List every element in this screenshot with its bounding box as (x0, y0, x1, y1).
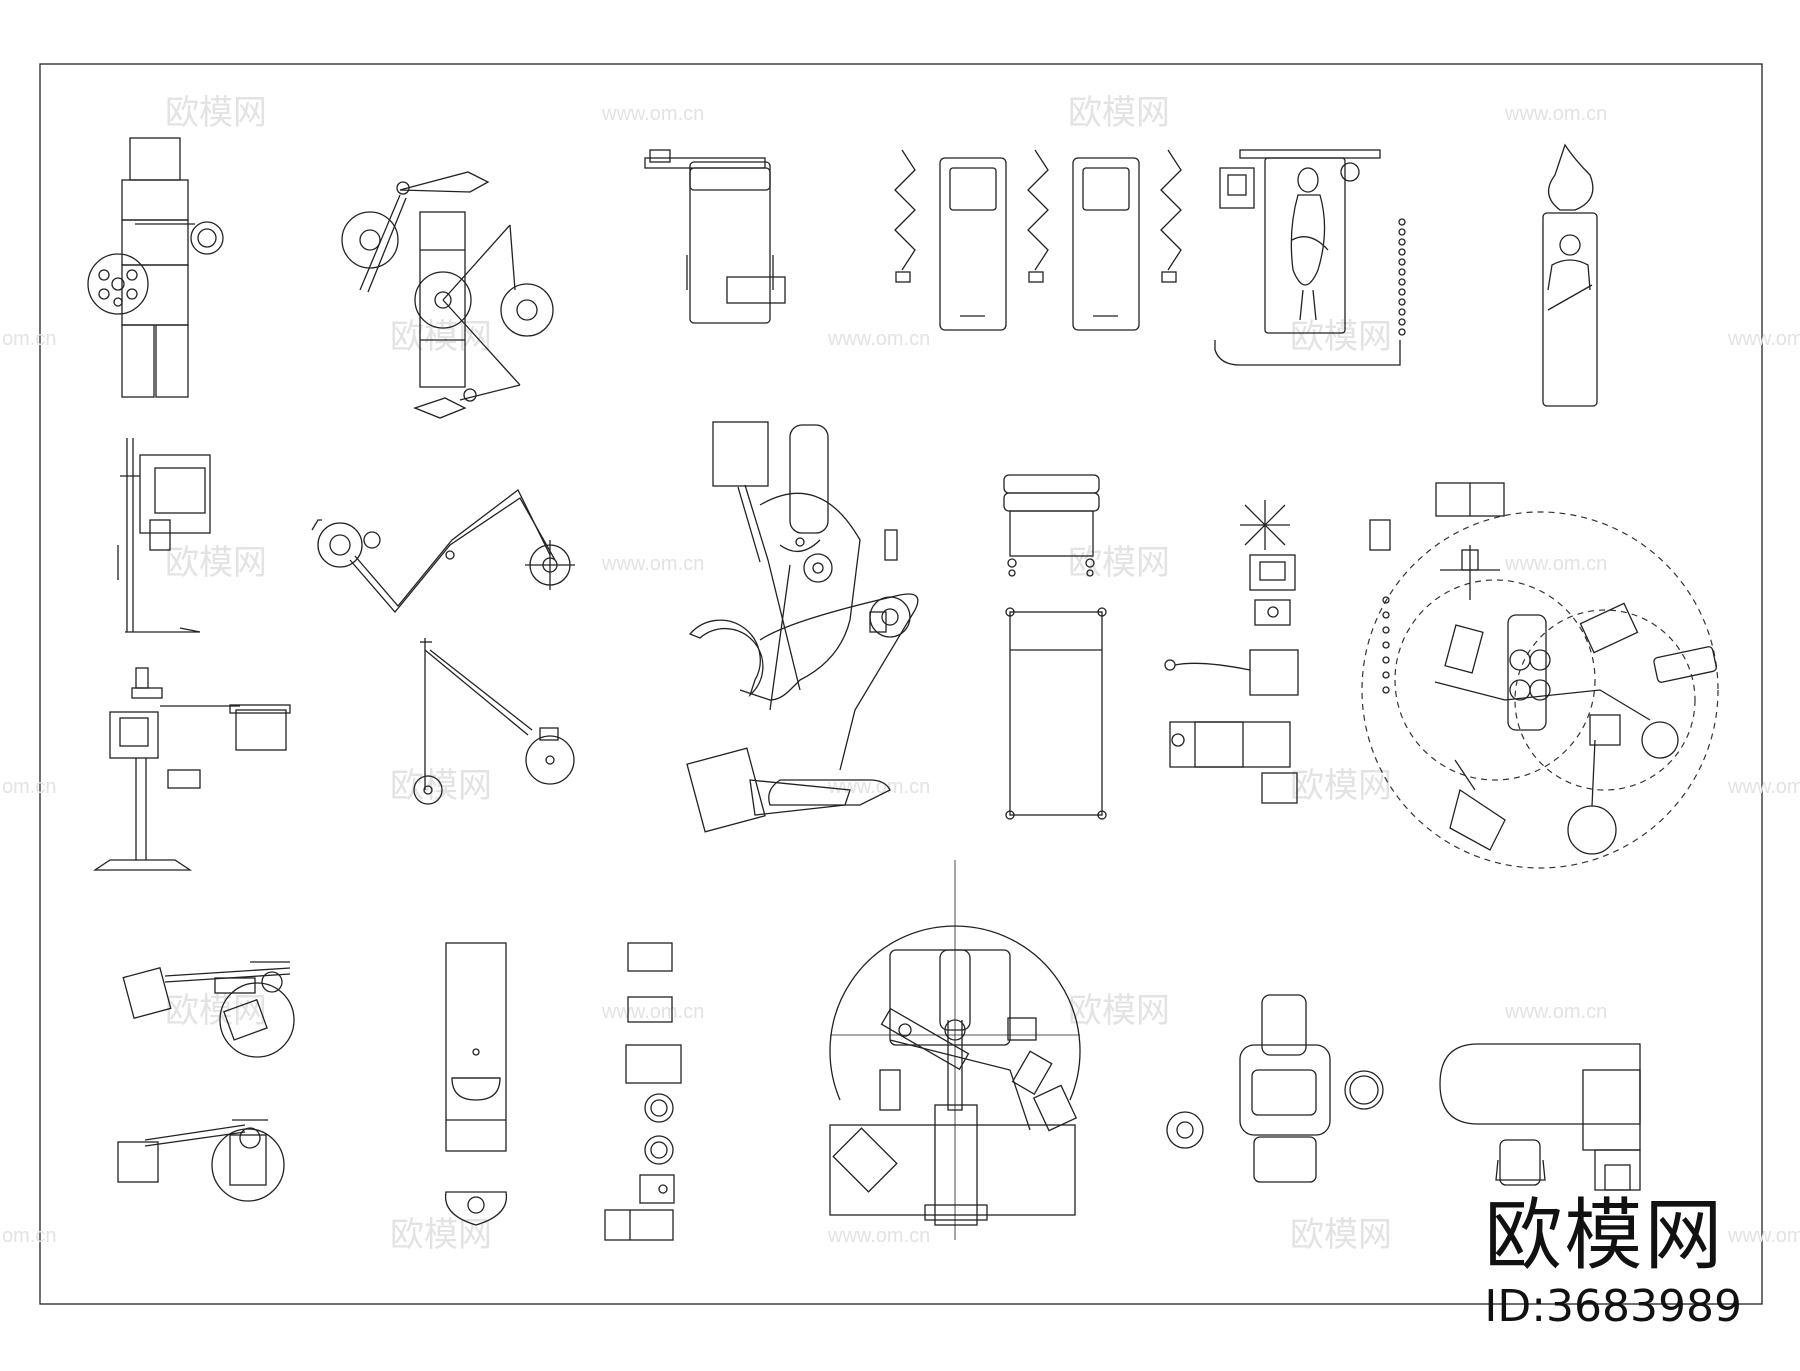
brand-id: ID:3683989 (1484, 1280, 1742, 1332)
ceiling-lamp-arm-top (122, 961, 295, 1058)
watermark-url: om.cn (2, 776, 56, 798)
watermark-url: www.om.cn (1727, 776, 1800, 798)
component-column (604, 942, 682, 1241)
or-layout-circles (1361, 482, 1719, 869)
equipment-column (1164, 500, 1299, 804)
watermark-url: www.om.cn (827, 776, 930, 798)
watermark-cn: 欧模网 (1068, 992, 1170, 1030)
counter-with-chair (1439, 1043, 1641, 1191)
watermark-cn: 欧模网 (390, 318, 492, 356)
watermark-url: www.om.cn (1727, 1225, 1800, 1247)
articulated-lamp (311, 489, 575, 614)
watermark-url: www.om.cn (827, 328, 930, 350)
watermark-url: www.om.cn (601, 103, 704, 125)
watermark-cn: 欧模网 (1290, 318, 1392, 356)
brand-logo: 欧模网 (1484, 1190, 1725, 1281)
cabinet-with-sink (444, 942, 508, 1226)
brand-block: 欧模网 ID:3683989 (1484, 1197, 1742, 1331)
trolley-cart (1003, 474, 1100, 577)
two-beds (894, 149, 1182, 331)
watermark-cn: 欧模网 (390, 1216, 492, 1254)
watermark-url: www.om.cn (1504, 553, 1607, 575)
bed-with-figure (1542, 143, 1598, 407)
watermark-url: www.om.cn (601, 553, 704, 575)
xray-unit-side (117, 438, 211, 633)
operating-table-with-booms (686, 421, 919, 833)
ceiling-column-unit (87, 137, 224, 398)
watermark-cn: 欧模网 (165, 992, 267, 1030)
or-table-crosshair (829, 860, 1081, 1240)
xray-unit-front (92, 667, 291, 871)
watermark-url: www.om.cn (827, 1225, 930, 1247)
ceiling-lamp-arm-bottom (117, 1119, 285, 1202)
pendulum-lamp (413, 638, 575, 805)
watermark-cn: 欧模网 (1290, 767, 1392, 805)
watermark-cn: 欧模网 (165, 94, 267, 132)
watermark-cn: 欧模网 (1068, 94, 1170, 132)
watermark-url: www.om.cn (601, 1001, 704, 1023)
dental-chair (1166, 994, 1384, 1183)
watermark-url: www.om.cn (1504, 103, 1607, 125)
drawing-frame (39, 63, 1763, 1305)
ceiling-boom-lamps (341, 171, 554, 419)
watermark-url: om.cn (2, 1225, 56, 1247)
watermark-url: www.om.cn (1504, 1001, 1607, 1023)
watermark-cn: 欧模网 (165, 544, 267, 582)
bed-with-patient (1214, 149, 1406, 366)
watermark-cn: 欧模网 (1068, 544, 1170, 582)
watermark-url: om.cn (2, 328, 56, 350)
stretcher (1005, 607, 1107, 820)
watermark-cn: 欧模网 (1290, 1216, 1392, 1254)
watermark-layer: 欧模网 www.om.cn 欧模网 www.om.cn om.cn 欧模网 ww… (2, 94, 1800, 1254)
bed-with-panel (644, 149, 786, 324)
watermark-url: www.om.cn (1727, 328, 1800, 350)
